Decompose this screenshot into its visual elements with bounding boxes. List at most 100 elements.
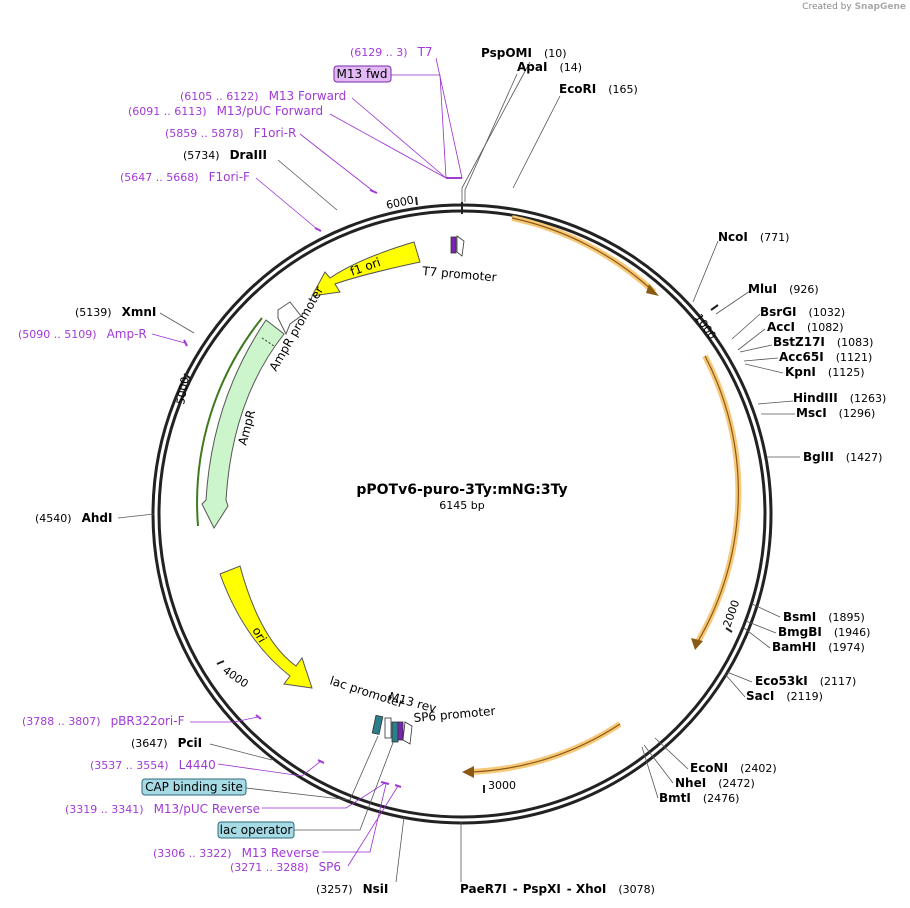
lead-draiii <box>277 159 338 211</box>
primer-mark-pbr <box>255 714 262 720</box>
lac-operator-label: lac operator <box>220 823 293 837</box>
ori-arrow <box>219 565 313 689</box>
lead-m13puc-reverse <box>262 782 386 809</box>
lead-apai <box>464 73 518 202</box>
enzyme-bmgbi: BmgBI(1946) <box>778 625 870 639</box>
primer-labels: (6129 .. 3)T7 M13 fwd (6105 .. 6122)M13 … <box>18 45 433 874</box>
lead-acci <box>737 328 766 351</box>
lead-cap <box>245 735 379 801</box>
tick-label-4000: 4000 <box>220 664 250 691</box>
lead-hindiii <box>757 400 794 405</box>
enzyme-xmni: (5139)XmnI <box>75 305 156 319</box>
enzyme-kpni: KpnI(1125) <box>785 365 864 379</box>
primer-f1ori-f: (5647 .. 5668)F1ori-F <box>120 170 250 184</box>
ampr-arrow <box>201 319 285 530</box>
tick-6000 <box>415 196 418 206</box>
cap-binding-site-label: CAP binding site <box>145 780 243 794</box>
enzyme-apai: ApaI(14) <box>517 60 582 74</box>
enzyme-ncoi: NcoI(771) <box>718 230 789 244</box>
lead-mlui <box>715 290 751 315</box>
lead-acc65i <box>743 357 779 362</box>
enzyme-draiii: (5734)DraIII <box>183 148 267 162</box>
lead-bstz17i <box>739 344 773 353</box>
ampr-promoter-arrow <box>277 301 302 336</box>
lead-bsmi <box>751 603 781 618</box>
tick-4000 <box>216 660 225 665</box>
lead-f1ori-r <box>299 133 374 192</box>
lead-t7 <box>435 57 463 179</box>
cap-feature <box>371 714 384 735</box>
enzyme-hindiii: HindIII(1263) <box>793 391 886 405</box>
lac-promoter-feature <box>384 717 392 739</box>
primer-m13puc-forward: (6091 .. 6113)M13/pUC Forward <box>128 104 323 118</box>
orf-arc-2-line <box>696 355 739 644</box>
tick-label-3000: 3000 <box>488 779 516 792</box>
primer-l4440: (3537 .. 3554)L4440 <box>90 758 216 772</box>
lac-operator-box <box>217 821 295 839</box>
lead-l4440 <box>217 760 322 777</box>
lead-m13-reverse <box>322 783 387 853</box>
f1-ori-arrow <box>311 241 421 297</box>
lac-operator-feature <box>391 721 399 743</box>
lead-lac-operator <box>294 739 395 831</box>
enzyme-bglii: BglII(1427) <box>803 450 882 464</box>
backbone-inner <box>157 209 767 819</box>
enzyme-pspomi: PspOMI(10) <box>481 46 567 60</box>
plasmid-name: pPOTv6-puro-3Ty:mNG:3Ty <box>356 482 567 498</box>
lead-bmgbi <box>745 620 777 634</box>
enzyme-ecori: EcoRI(165) <box>559 82 638 96</box>
lead-pbr322 <box>190 716 259 723</box>
lead-nsii <box>395 816 405 883</box>
enzyme-xhoi-group: PaeR7I-PspXI-XhoI(3078) <box>460 882 655 896</box>
enzyme-bsmi: BsmI(1895) <box>783 610 865 624</box>
enzyme-nsii: (3257)NsiI <box>316 882 388 896</box>
lead-eco53ki <box>726 671 753 683</box>
primer-box-m13fwd <box>333 65 392 83</box>
credit-brand: SnapGene <box>854 2 906 12</box>
enzyme-bmti: BmtI(2476) <box>659 791 739 805</box>
lead-xmni <box>159 312 195 334</box>
orf-arc-2-head <box>691 638 703 650</box>
orf-arc-3 <box>467 721 622 775</box>
primer-m13-reverse: (3306 .. 3322)M13 Reverse <box>153 846 319 860</box>
lead-bamhi <box>743 627 771 649</box>
enzyme-acci: AccI(1082) <box>767 320 844 334</box>
primer-m13fwd-label: M13 fwd <box>337 67 388 81</box>
m13-rev-feature <box>397 721 404 741</box>
cap-binding-site-box <box>141 778 247 796</box>
orf-arc-3-head <box>462 766 474 778</box>
enzyme-ahdi: (4540)AhdI <box>35 511 112 525</box>
lead-m13fwd <box>384 74 447 179</box>
lead-kpni <box>744 363 784 374</box>
primer-mark-amp-r <box>183 339 188 347</box>
lead-ecori <box>512 95 561 189</box>
credit-prefix: Created by <box>802 2 852 12</box>
primer-m13puc-reverse: (3319 .. 3341)M13/pUC Reverse <box>65 802 260 816</box>
lead-bmti <box>641 746 659 799</box>
t7-promoter-label: T7 promoter <box>421 264 497 285</box>
primer-t7: (6129 .. 3)T7 <box>350 45 433 59</box>
ampr-outline-arc <box>196 317 263 527</box>
primer-pbr322ori-f: (3788 .. 3807)pBR322ori-F <box>22 714 185 728</box>
lead-nhei <box>643 744 674 784</box>
orf-arc-3-line <box>467 723 621 773</box>
enzyme-bstz17i: BstZ17I(1083) <box>773 335 873 349</box>
tick-label-6000: 6000 <box>385 193 415 212</box>
lead-f1ori-f <box>255 177 318 230</box>
enzyme-nhei: NheI(2472) <box>675 776 755 790</box>
sp6-feature <box>402 721 413 745</box>
enzyme-econi: EcoNI(2402) <box>690 761 777 775</box>
tick-label-2000: 2000 <box>721 598 743 629</box>
lead-pcii <box>209 743 273 761</box>
enzyme-saci: SacI(2119) <box>746 689 823 703</box>
tick-5000 <box>183 373 191 379</box>
primer-m13-forward: (6105 .. 6122)M13 Forward <box>180 89 346 103</box>
enzyme-bsrgi: BsrGI(1032) <box>760 305 845 319</box>
primer-amp-r: (5090 .. 5109)Amp-R <box>18 327 147 341</box>
lead-sp6 <box>347 785 399 867</box>
t7-feature-bar <box>450 236 457 254</box>
enzyme-msci: MscI(1296) <box>796 406 875 420</box>
ori-label: ori <box>249 625 269 646</box>
backbone-outer <box>151 203 773 825</box>
